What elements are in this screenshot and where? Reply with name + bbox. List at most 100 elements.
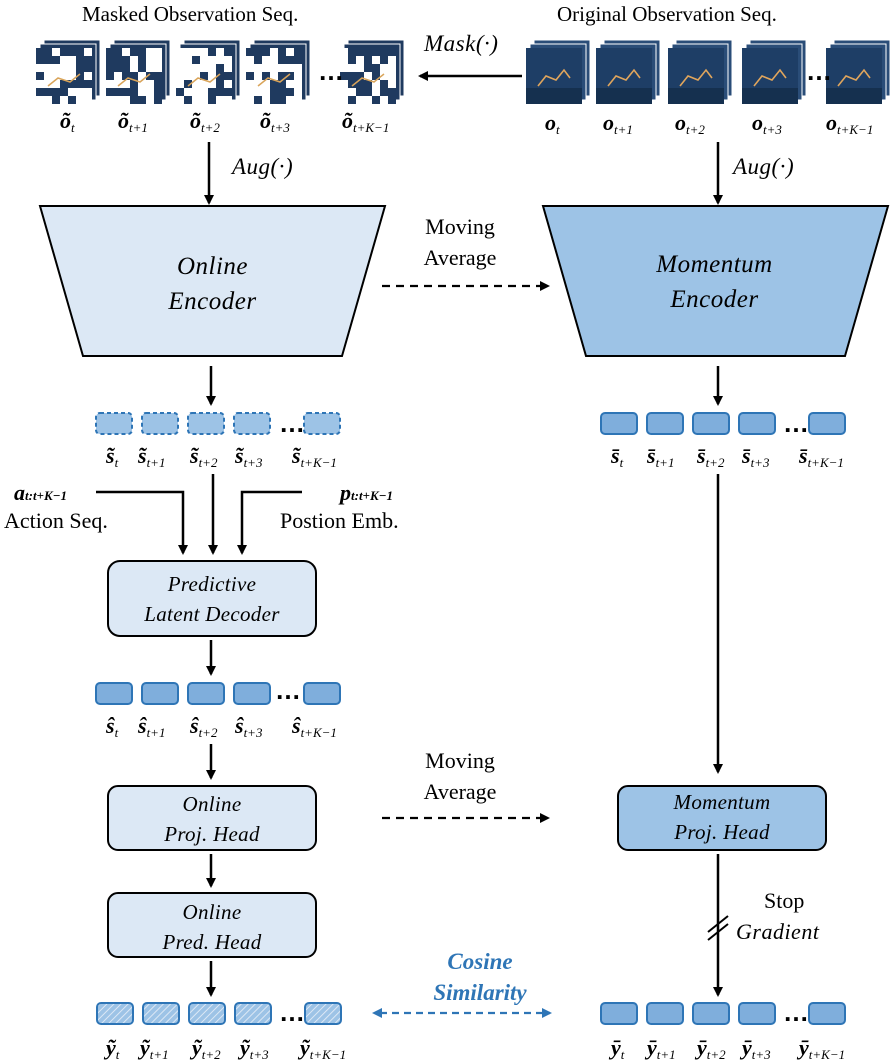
online_pred-label-5: ỹt+K−1 xyxy=(300,1035,347,1062)
decoder-line2: Latent Decoder xyxy=(144,601,280,626)
online-encoder-line1: Online xyxy=(176,253,249,280)
tok-decoded-token-2 xyxy=(141,682,179,705)
decoded_latent-label-1: ŝt xyxy=(106,713,119,740)
momentum_latent-label-3: s̄t+2 xyxy=(697,443,725,470)
original_obs-label-1: ot xyxy=(545,110,560,137)
momentum-proj-line2: Proj. Head xyxy=(674,819,770,844)
moving-average-mid-label: Moving Average xyxy=(410,746,510,808)
online-pred-line2: Pred. Head xyxy=(162,929,262,954)
original_obs-label-2: ot+1 xyxy=(603,110,633,137)
tok-decoded-token-4 xyxy=(233,682,271,705)
decoder-line1: Predictive xyxy=(167,572,257,596)
action-seq-label: Action Seq. xyxy=(4,508,108,533)
prediction-ellipsis: … xyxy=(279,997,305,1027)
online_pred-label-2: ỹt+1 xyxy=(140,1035,169,1062)
online-latent-ellipsis: … xyxy=(279,408,305,438)
tok-momentum-token-2 xyxy=(646,412,684,435)
stop-gradient-tick-1 xyxy=(707,915,729,933)
online-encoder-shape xyxy=(38,205,387,357)
online-proj-line2: Proj. Head xyxy=(164,821,260,846)
online-pred-line1: Online xyxy=(182,900,242,924)
tok-online-token-5 xyxy=(303,412,341,435)
tok-mproj-token-2 xyxy=(646,1002,684,1025)
position-emb-symbol: pt:t+K−1 xyxy=(340,480,394,505)
momentum-proj-label: Momentum Proj. Head xyxy=(618,788,826,848)
stop-gradient-line1: Stop xyxy=(764,888,805,913)
online_latent-label-1: s̃t xyxy=(106,443,119,470)
moving-average-top-line2: Average xyxy=(423,244,497,270)
tok-mproj-token-5 xyxy=(808,1002,846,1025)
moving-average-top-label: Moving Average xyxy=(410,212,510,274)
online-proj-label: Online Proj. Head xyxy=(108,790,316,850)
tok-mproj-token-4 xyxy=(738,1002,776,1025)
decoded_latent-label-2: ŝt+1 xyxy=(138,713,166,740)
online_latent-label-2: s̃t+1 xyxy=(138,443,166,470)
masked-observation-header: Masked Observation Seq. xyxy=(82,2,299,26)
online-proj-line1: Online xyxy=(182,792,242,816)
momentum_latent-label-4: s̄t+3 xyxy=(742,443,770,470)
online-pred-label: Online Pred. Head xyxy=(108,898,316,958)
position-emb-arrow xyxy=(237,490,302,555)
momentum-proj-box xyxy=(617,785,827,851)
tok-online-token-2 xyxy=(141,412,179,435)
original_obs-label-4: ot+3 xyxy=(752,110,782,137)
momentum_proj-label-3: ȳt+2 xyxy=(697,1035,726,1062)
momentum_proj-label-1: ȳt xyxy=(611,1035,625,1062)
decoder-label: Predictive Latent Decoder xyxy=(108,570,316,630)
moving-average-mid-line2: Average xyxy=(423,778,497,804)
tok-pred-token-3 xyxy=(188,1002,226,1025)
tok-mproj-token-1 xyxy=(600,1002,638,1025)
action-seq-arrow xyxy=(96,490,188,555)
online_pred-label-4: ỹt+3 xyxy=(240,1035,269,1062)
momentum-proj-line1: Momentum xyxy=(673,790,771,814)
masked_obs-label-5: õt+K−1 xyxy=(342,108,390,135)
tok-pred-token-4 xyxy=(234,1002,272,1025)
aug-function-label-left: Aug(·) xyxy=(232,154,294,179)
tok-online-token-3 xyxy=(187,412,225,435)
momentum-latent-tokens xyxy=(600,412,846,435)
cosine-similarity-label: Cosine Similarity xyxy=(400,946,560,1008)
tok-pred-token-5 xyxy=(304,1002,342,1025)
cosine-line1: Cosine xyxy=(447,949,513,974)
moving-average-top-line1: Moving xyxy=(425,214,495,239)
decoded_latent-label-5: ŝt+K−1 xyxy=(292,713,337,740)
momentum_latent-label-1: s̄t xyxy=(611,443,624,470)
masked-ellipsis: … xyxy=(318,56,344,86)
moving-average-mid-line1: Moving xyxy=(425,748,495,773)
masked_obs-label-1: õt xyxy=(60,108,75,135)
online-pred-box xyxy=(107,892,317,958)
online-encoder-line2: Encoder xyxy=(168,287,257,315)
momentum-encoder-label: Momentum Encoder xyxy=(612,248,817,317)
masked_obs-label-3: õt+2 xyxy=(190,108,220,135)
online-prediction-tokens xyxy=(96,1002,342,1025)
momentum_proj-label-2: ȳt+1 xyxy=(647,1035,676,1062)
stop-gradient-tick-2 xyxy=(707,923,729,941)
tok-momentum-token-3 xyxy=(692,412,730,435)
online_latent-label-3: s̃t+2 xyxy=(190,443,218,470)
momentum-encoder-line1: Momentum xyxy=(656,251,773,278)
tok-decoded-token-3 xyxy=(187,682,225,705)
momentum-encoder-shape xyxy=(541,205,890,357)
decoded-latent-ellipsis: … xyxy=(275,675,301,705)
tok-momentum-token-5 xyxy=(808,412,846,435)
momentum_latent-label-2: s̄t+1 xyxy=(647,443,675,470)
tok-momentum-token-1 xyxy=(600,412,638,435)
position-emb-label: Postion Emb. xyxy=(280,508,399,533)
momentum_latent-label-5: s̄t+K−1 xyxy=(799,443,844,470)
momentum_proj-label-5: ȳt+K−1 xyxy=(799,1035,846,1062)
aug-function-label-right: Aug(·) xyxy=(733,154,795,179)
decoded-latent-tokens xyxy=(95,682,341,705)
decoded_latent-label-3: ŝt+2 xyxy=(190,713,218,740)
online_pred-label-3: ỹt+2 xyxy=(192,1035,221,1062)
momentum-latent-ellipsis: … xyxy=(783,408,809,438)
original-observation-header: Original Observation Seq. xyxy=(557,2,777,26)
cosine-line2: Similarity xyxy=(433,980,527,1006)
masked-observation-frames xyxy=(36,39,405,104)
tok-mproj-token-3 xyxy=(692,1002,730,1025)
momentum-proj-ellipsis: … xyxy=(783,997,809,1027)
masked_obs-label-2: õt+1 xyxy=(118,108,148,135)
tok-momentum-token-4 xyxy=(738,412,776,435)
momentum_proj-label-4: ȳt+3 xyxy=(742,1035,771,1062)
momentum-projection-tokens xyxy=(600,1002,846,1025)
